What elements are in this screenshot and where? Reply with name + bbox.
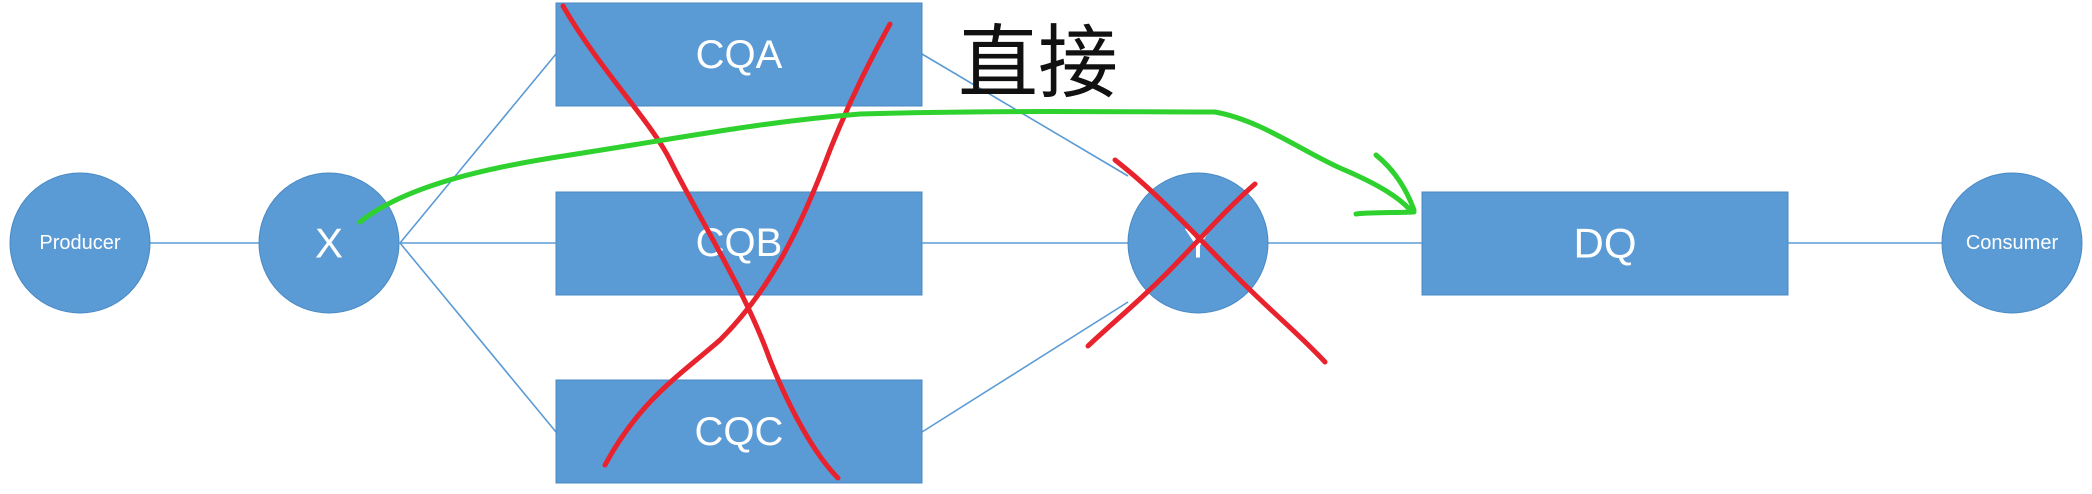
node-cqc-label: CQC <box>695 410 784 454</box>
node-x-label: X <box>315 220 343 267</box>
annotations-layer: 直接 <box>357 3 1417 481</box>
cross-mark-queues-stroke-1 <box>560 3 841 481</box>
cross-mark-queues-stroke-2 <box>602 21 893 468</box>
node-x <box>258 172 400 314</box>
edge-cqa-y <box>921 53 1129 177</box>
node-cqb <box>555 191 923 296</box>
node-cqa <box>555 2 923 107</box>
node-dq-label: DQ <box>1574 220 1637 267</box>
edges-layer <box>150 53 1942 433</box>
nodes-layer: Producer X CQA CQB CQC Y DQ Consumer <box>9 2 2083 484</box>
edge-cqc-y <box>921 301 1129 433</box>
shortcut-arrow-head-lower <box>1353 209 1417 217</box>
node-cqa-label: CQA <box>696 33 783 77</box>
node-consumer-label: Consumer <box>1966 232 2059 254</box>
cross-mark-y-stroke-1 <box>1112 157 1328 365</box>
annotation-direct-label: 直接 <box>958 17 1118 110</box>
node-producer <box>9 172 151 314</box>
node-cqc <box>555 379 923 484</box>
edge-x-cqc <box>399 242 557 433</box>
node-producer-label: Producer <box>39 232 120 254</box>
shortcut-arrow-line <box>357 109 1415 225</box>
node-dq <box>1421 191 1789 296</box>
cross-mark-y-stroke-2 <box>1085 181 1258 349</box>
edge-x-cqa <box>399 53 557 244</box>
shortcut-arrow-head-upper <box>1373 152 1417 213</box>
node-consumer <box>1941 172 2083 314</box>
node-cqb-label: CQB <box>696 221 783 265</box>
